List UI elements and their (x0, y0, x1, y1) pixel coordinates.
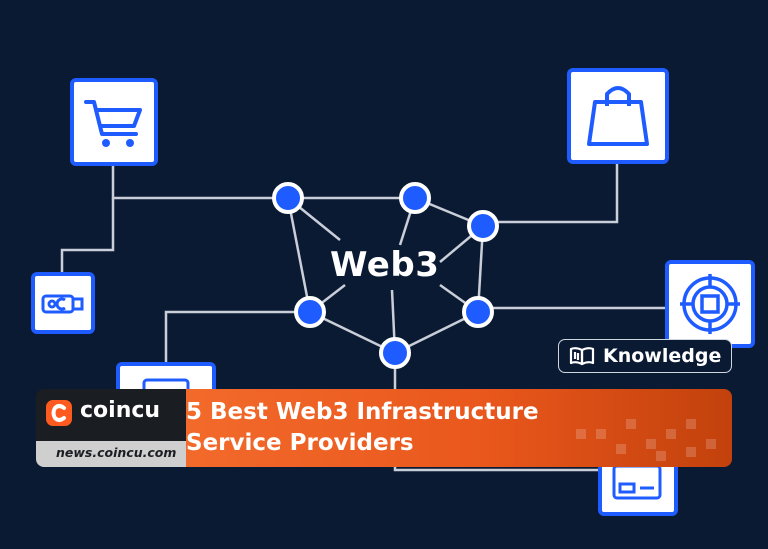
usb-drive-icon (41, 294, 84, 314)
brand-url[interactable]: news.coincu.com (56, 445, 177, 460)
shopping-cart-card (70, 78, 158, 166)
title-box: 5 Best Web3 Infrastructure Service Provi… (186, 389, 732, 467)
shopping-bag-card (567, 68, 669, 164)
target-card (665, 260, 755, 348)
coincu-c-logo-icon (46, 400, 72, 426)
shopping-bag-icon (587, 86, 649, 146)
brand-url-bar (36, 441, 186, 467)
open-book-icon (569, 347, 595, 366)
knowledge-label: Knowledge (603, 345, 722, 367)
network-node (272, 182, 304, 214)
article-title-line-2: Service Providers (186, 430, 414, 456)
brand-name: coincu (80, 398, 161, 423)
network-node (379, 337, 411, 369)
target-crosshair-icon (680, 274, 740, 334)
network-node (462, 296, 494, 328)
knowledge-badge[interactable]: Knowledge (558, 339, 732, 373)
network-node (294, 296, 326, 328)
shopping-cart-icon (84, 100, 142, 147)
web3-label: Web3 (330, 245, 440, 285)
article-title[interactable]: 5 Best Web3 Infrastructure Service Provi… (186, 397, 539, 459)
usb-drive-card (31, 272, 95, 334)
network-node (399, 182, 431, 214)
article-banner[interactable]: coincu news.coincu.com 5 Best Web3 Infra… (36, 389, 732, 467)
brand-box: coincu news.coincu.com (36, 389, 186, 467)
network-node (467, 210, 499, 242)
article-title-line-1: 5 Best Web3 Infrastructure (186, 399, 539, 425)
